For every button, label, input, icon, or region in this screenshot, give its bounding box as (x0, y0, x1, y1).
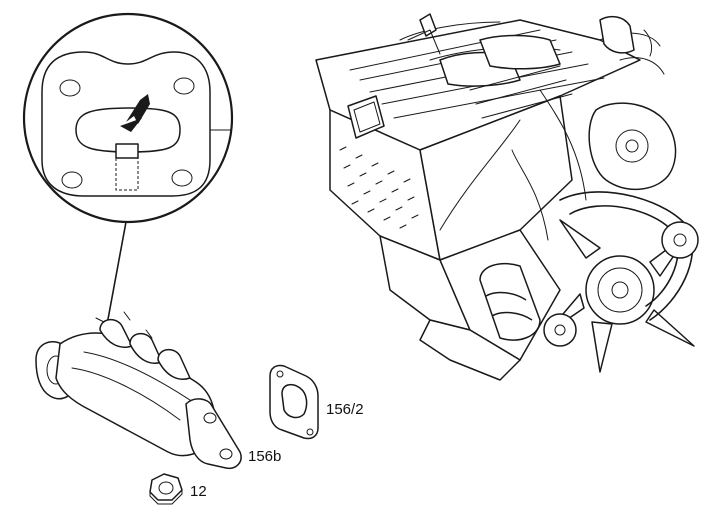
fan-assembly (545, 219, 695, 373)
leader-line (105, 221, 127, 331)
label-manifold: 156b (248, 448, 281, 465)
pointer-arrow-icon (126, 94, 150, 124)
flange-closeup (24, 39, 232, 197)
block-bolt-pattern (339, 146, 419, 229)
hex-nut (149, 473, 183, 505)
engine-illustration (315, 13, 699, 381)
label-gasket: 156/2 (326, 401, 364, 418)
exhaust-manifold (35, 311, 242, 470)
gasket (269, 364, 319, 440)
detail-magnifier (22, 12, 234, 331)
label-nut: 12 (190, 483, 207, 500)
